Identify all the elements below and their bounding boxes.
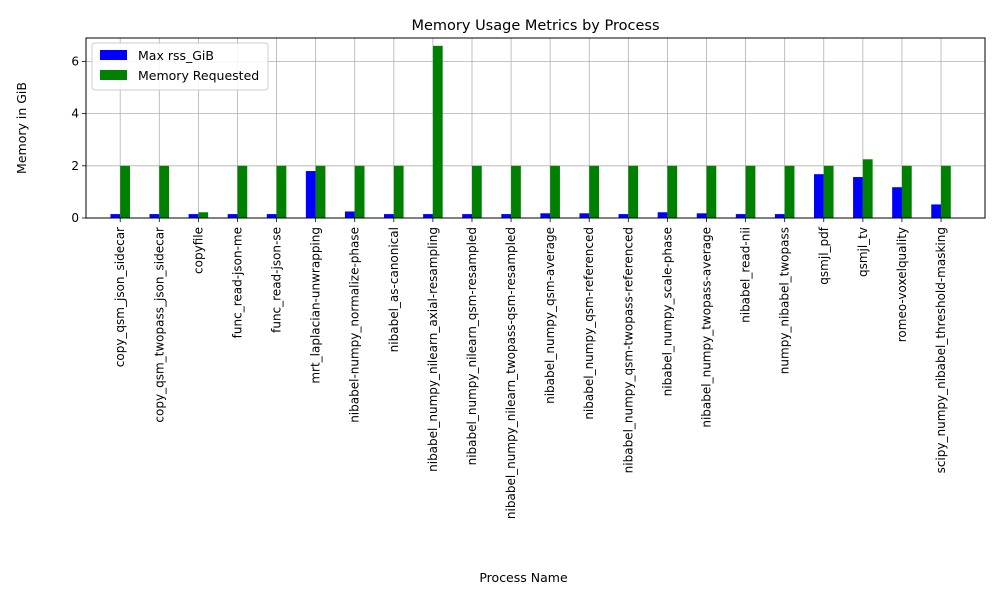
bar-memory-requested xyxy=(784,165,795,218)
bar-memory-requested xyxy=(823,165,834,218)
bar-max-rss xyxy=(227,214,238,218)
bar-memory-requested xyxy=(354,165,365,218)
bar-memory-requested xyxy=(941,165,951,218)
bar-memory-requested xyxy=(745,165,756,218)
x-tick-label: nibabel_numpy_qsm-average xyxy=(543,227,557,404)
x-tick-label: nibabel_numpy_qsm-twopass-referenced xyxy=(621,227,635,473)
bar-memory-requested xyxy=(276,165,287,218)
y-tick-label: 0 xyxy=(71,211,79,225)
plot-frame xyxy=(85,37,986,219)
bar-max-rss xyxy=(735,214,746,218)
x-tick-label: nibabel-numpy_normalize-phase xyxy=(348,227,362,423)
bar-memory-requested xyxy=(198,212,209,218)
x-axis-label: Process Name xyxy=(479,570,568,585)
x-tick-label: func_read-json-se xyxy=(270,227,284,333)
legend-swatch xyxy=(100,50,127,60)
x-tick-label: nibabel_numpy_qsm-referenced xyxy=(582,227,596,420)
bar-memory-requested xyxy=(471,165,482,218)
x-tick-label: numpy_nibabel_twopass xyxy=(778,227,792,374)
bar-memory-requested xyxy=(315,165,326,218)
bar-max-rss xyxy=(149,214,160,218)
x-tick-label: mrt_laplacian-unwrapping xyxy=(309,227,323,384)
bar-max-rss xyxy=(188,214,199,218)
bar-max-rss xyxy=(657,212,668,218)
x-tick-label: scipy_numpy_nibabel_threshold-masking xyxy=(934,227,948,473)
legend-box xyxy=(91,42,269,91)
bar-max-rss xyxy=(696,213,707,218)
bar-memory-requested xyxy=(901,165,912,218)
bar-memory-requested xyxy=(237,165,248,218)
x-tick-label: copy_qsm_json_sidecar xyxy=(113,227,127,367)
bar-max-rss xyxy=(774,214,785,218)
bar-memory-requested xyxy=(393,165,404,218)
bar-max-rss xyxy=(579,213,590,218)
bar-memory-requested xyxy=(159,165,170,218)
bar-max-rss xyxy=(501,214,512,218)
y-tick-label: 4 xyxy=(71,107,79,121)
y-axis-label: Memory in GiB xyxy=(14,82,29,174)
bar-max-rss xyxy=(266,214,277,218)
x-tick-label: romeo-voxelquality xyxy=(895,227,909,342)
y-axis-ticks: 0 2 4 6 xyxy=(71,54,86,225)
bar-max-rss xyxy=(110,214,121,218)
bar-memory-requested xyxy=(589,165,600,218)
bar-memory-requested xyxy=(432,45,443,219)
x-tick-label: nibabel_numpy_nilearn_axial-resampling xyxy=(426,227,440,472)
bar-max-rss xyxy=(853,177,863,218)
x-tick-label: qsmjl_tv xyxy=(856,227,870,277)
y-tick-label: 6 xyxy=(71,54,79,68)
bar-max-rss xyxy=(813,174,824,218)
x-tick-label: nibabel_numpy_nilearn_qsm-resampled xyxy=(465,227,479,465)
x-tick-label: qsmjl_pdf xyxy=(817,226,831,284)
x-tick-label: nibabel_read-nii xyxy=(739,227,753,323)
bar-max-rss xyxy=(462,214,472,218)
legend-swatch xyxy=(100,70,127,80)
bar-memory-requested xyxy=(120,165,130,218)
bar-max-rss xyxy=(305,171,316,218)
x-tick-label: copy_qsm_twopass_json_sidecar xyxy=(152,227,166,423)
bar-max-rss xyxy=(344,211,355,218)
bars xyxy=(110,45,951,219)
chart-title: Memory Usage Metrics by Process xyxy=(411,18,659,34)
x-tick-label: nibabel_as-canonical xyxy=(387,227,401,352)
y-tick-label: 2 xyxy=(71,159,79,173)
bar-max-rss xyxy=(540,213,551,218)
bar-memory-requested xyxy=(862,159,873,218)
bar-memory-requested xyxy=(550,165,560,218)
x-tick-label: nibabel_numpy_nilearn_twopass-qsm-resamp… xyxy=(504,227,518,519)
x-tick-label: nibabel_numpy_scale-phase xyxy=(660,227,674,396)
bar-memory-requested xyxy=(628,165,639,218)
legend-label: Max rss_GiB xyxy=(138,48,214,63)
x-tick-label: copyfile xyxy=(191,227,205,274)
bar-max-rss xyxy=(384,214,394,218)
x-tick-label: nibabel_numpy_twopass-average xyxy=(700,227,714,428)
bar-memory-requested xyxy=(511,165,521,218)
x-axis-ticks: copy_qsm_json_sidecar copy_qsm_twopass_js… xyxy=(113,218,948,519)
x-tick-label: func_read-json-me xyxy=(230,227,244,338)
legend-label: Memory Requested xyxy=(138,68,259,83)
bar-max-rss xyxy=(892,187,902,218)
bar-memory-requested xyxy=(706,165,717,218)
legend: Max rss_GiB Memory Requested xyxy=(91,42,269,91)
bar-max-rss xyxy=(423,214,433,218)
bar-memory-requested xyxy=(667,165,678,218)
bar-max-rss xyxy=(618,214,629,218)
bar-max-rss xyxy=(931,204,942,218)
